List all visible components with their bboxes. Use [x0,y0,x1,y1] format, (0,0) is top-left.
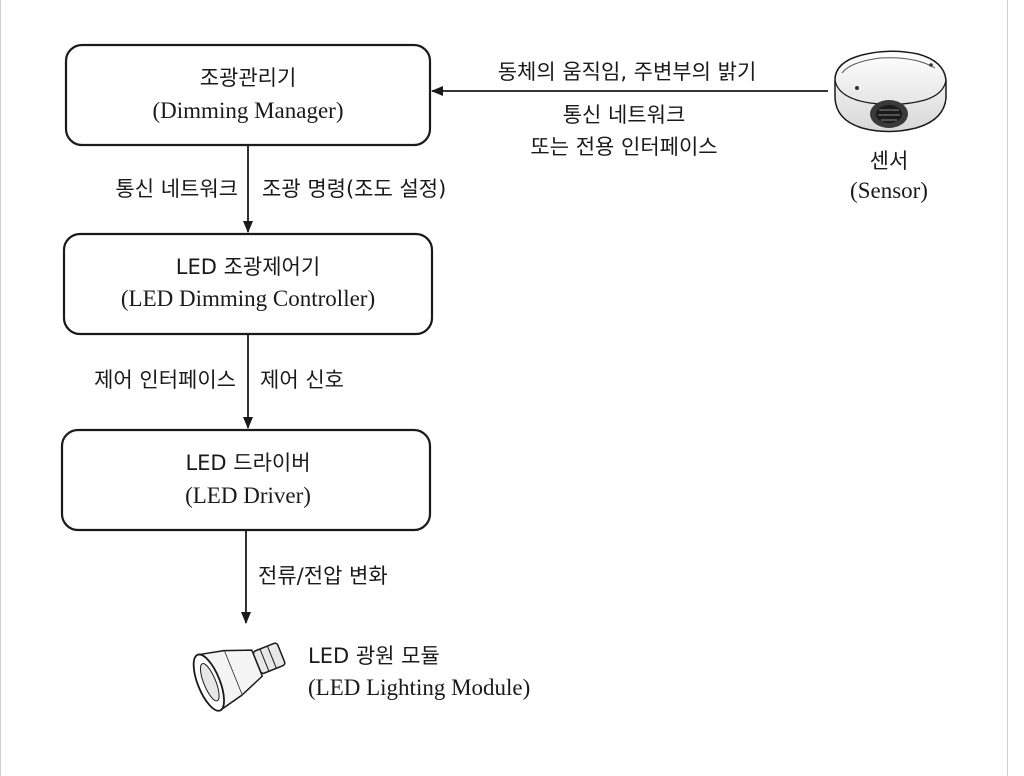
arrow2-left-label: 제어 인터페이스 [94,368,236,392]
led-lamp-icon [192,642,286,712]
led-dimming-controller-title-en: (LED Dimming Controller) [121,286,375,311]
led-driver-title-ko: LED 드라이버 [185,451,310,475]
arrow1-right-label: 조광 명령(조도 설정) [262,177,446,201]
led-driver-box: LED 드라이버 (LED Driver) [60,428,432,532]
arrow3-right-label: 전류/전압 변화 [258,564,388,588]
dimming-manager-title-ko: 조광관리기 [200,66,297,90]
led-dimming-controller-box: LED 조광제어기 (LED Dimming Controller) [62,232,434,336]
sensor-label-en: (Sensor) [850,178,928,203]
dimming-manager-box: 조광관리기 (Dimming Manager) [64,43,432,147]
dimming-manager-title-en: (Dimming Manager) [153,98,344,123]
arrow2-right-label: 제어 신호 [260,368,344,392]
arrow1-left-label: 통신 네트워크 [115,177,238,201]
sensor-label-ko: 센서 [870,149,909,173]
led-driver-title-en: (LED Driver) [185,483,311,508]
sensor-icon [834,50,947,133]
led-module-label-en: (LED Lighting Module) [308,675,530,700]
sensor-arrow-label-above: 동체의 움직임, 주변부의 밝기 [498,60,757,84]
sensor-arrow-label-below-1: 통신 네트워크 [563,103,686,127]
led-dimming-controller-title-ko: LED 조광제어기 [176,255,320,279]
sensor-arrow-label-below-2: 또는 전용 인터페이스 [530,135,717,159]
led-module-label-ko: LED 광원 모듈 [308,644,440,668]
